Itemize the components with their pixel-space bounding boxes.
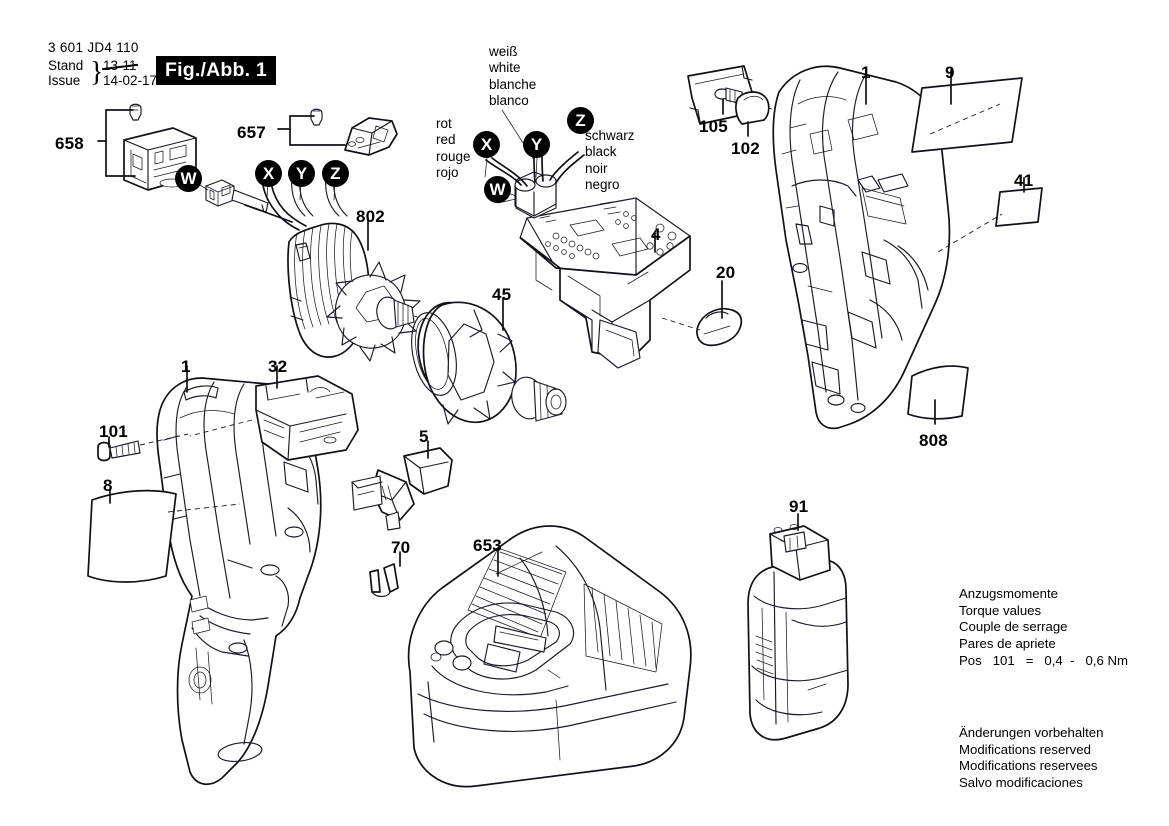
part-label-657: 657 (237, 123, 266, 142)
issue-value: 14-02-17 (103, 73, 158, 88)
badge-Z-center: Z (567, 107, 594, 134)
part-label-45: 45 (492, 285, 512, 304)
part-label-1-top: 1 (861, 63, 871, 82)
part-label-658: 658 (55, 134, 84, 153)
part-label-32: 32 (268, 357, 288, 376)
part-label-41: 41 (1014, 171, 1034, 190)
torque-legend: Anzugsmomente Torque values Couple de se… (959, 586, 1068, 651)
part-70-artwork (369, 563, 399, 598)
brace-icon: } (90, 57, 104, 88)
stand-value-wrap: 13-11 (100, 58, 137, 73)
part-label-802: 802 (356, 207, 385, 226)
part-102-artwork (735, 91, 770, 125)
badge-W-center: W (484, 176, 511, 203)
motor-fan (326, 261, 421, 362)
part-5-artwork (351, 447, 453, 531)
callout-white: weiß white blanche blanco (489, 44, 537, 109)
stand-row: Stand 13-11 (48, 58, 308, 73)
part-W-connector-left (205, 179, 293, 223)
part-label-101: 101 (99, 422, 128, 441)
issue-label: Issue (48, 73, 81, 88)
center-badge-stems (484, 157, 538, 204)
part-657-artwork (310, 108, 398, 156)
part-41-sticker-artwork (937, 187, 1043, 253)
part-label-91: 91 (789, 497, 809, 516)
pcb-components (533, 201, 677, 260)
stand-value: 13-11 (103, 58, 137, 73)
badge-Y-left: Y (288, 160, 315, 187)
part-label-102: 102 (731, 139, 760, 158)
badge-Y-center: Y (523, 131, 550, 158)
part-32-artwork (189, 375, 359, 461)
part-1-right-housing-artwork (772, 65, 951, 430)
part-label-808: 808 (919, 431, 948, 450)
revision-rows: } Stand 13-11 Issue 14-02-17 (48, 57, 308, 89)
part-808-sticker-artwork (907, 365, 969, 420)
badge-W-left: W (175, 165, 202, 192)
part-4-module-artwork (485, 151, 691, 369)
part-8-sticker-artwork (87, 489, 241, 583)
part-label-5: 5 (419, 427, 429, 446)
badge-Z-left: Z (322, 160, 349, 187)
badge-X-left: X (255, 160, 282, 187)
order-number: 3 601 JD4 110 (48, 40, 139, 55)
part-101-screw-artwork (97, 433, 189, 462)
part-label-4: 4 (651, 225, 661, 244)
stand-label: Stand (48, 58, 84, 73)
part-label-20: 20 (716, 263, 736, 282)
battery-ribs (755, 635, 774, 675)
torque-spec: Pos 101 = 0,4 - 0,6 Nm (959, 653, 1128, 668)
charger-vents-right (591, 587, 657, 669)
issue-row: Issue 14-02-17 (48, 73, 308, 88)
part-9-sticker-artwork (911, 77, 1023, 153)
charger-vents-left (471, 551, 563, 633)
part-label-105: 105 (699, 117, 728, 136)
part-label-8: 8 (103, 476, 113, 495)
badge-X-center: X (473, 131, 500, 158)
figure-badge: Fig./Abb. 1 (156, 56, 276, 85)
callout-black: schwarz black noir negro (585, 128, 635, 193)
part-45-gearbox-artwork (411, 301, 567, 425)
callout-red: rot red rouge rojo (436, 116, 471, 181)
part-label-653: 653 (473, 536, 502, 555)
header-block: 3 601 JD4 110 } Stand 13-11 Issue 14-02-… (48, 40, 308, 88)
part-658-artwork (123, 103, 197, 191)
part-label-9: 9 (945, 63, 955, 82)
part-label-70: 70 (391, 538, 411, 557)
part-label-1-left: 1 (181, 357, 191, 376)
disclaimer-legend: Änderungen vorbehalten Modifications res… (959, 725, 1104, 790)
part-20-artwork (696, 307, 743, 347)
part-653-charger-artwork (407, 525, 692, 788)
part-91-battery-artwork (747, 524, 849, 741)
